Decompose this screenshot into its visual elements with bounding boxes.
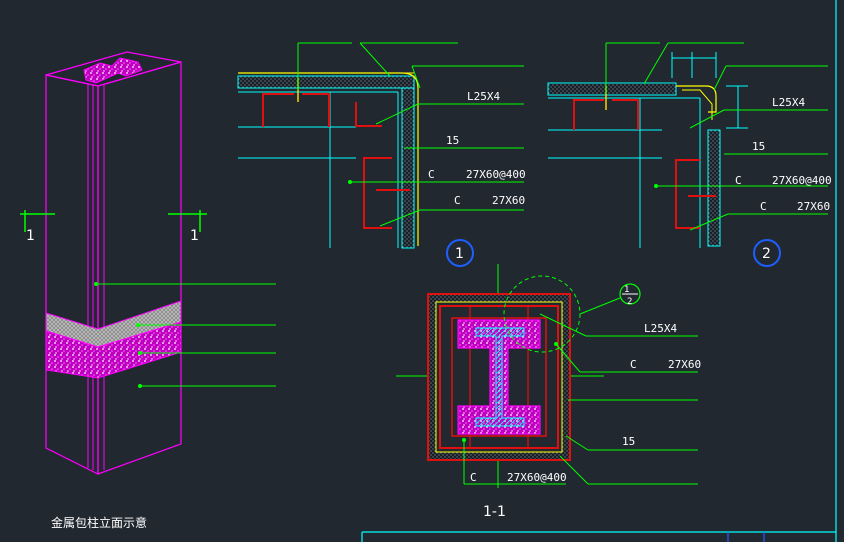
section-callout-bottom: 2: [627, 297, 632, 307]
detail-2-label-channel-spaced: 27X60@400: [772, 174, 832, 187]
column-top-steel: [83, 57, 143, 84]
section-label-angle: L25X4: [644, 322, 677, 335]
section-label-channel-spaced-prefix: C: [470, 471, 477, 484]
detail-1-bubble: [446, 239, 474, 267]
section-label-channel: 27X60: [668, 358, 701, 371]
detail-1-label-angle: L25X4: [467, 90, 500, 103]
section-mark-left: [20, 210, 55, 232]
detail-2-label-channel: 27X60: [797, 200, 830, 213]
detail-2-side-panel: [707, 129, 721, 247]
detail-2-label-thickness: 15: [752, 140, 765, 153]
detail-2-channel-top: [573, 99, 639, 130]
detail-1-outer-skin: [238, 72, 419, 246]
section-channel-frame: [439, 305, 559, 449]
section-label-channel-spaced: 27X60@400: [507, 471, 567, 484]
detail-1-channel-top: [262, 93, 330, 127]
detail-1-label-channel-prefix: C: [454, 194, 461, 207]
detail-2-top-panel: [547, 82, 677, 96]
section-callout-bubble: [619, 283, 641, 305]
detail-1: L25X4 15 C 27X60@400 C 27X60 1: [237, 42, 526, 267]
section-label-channel-prefix: C: [630, 358, 637, 371]
section-title: 1-1: [483, 504, 506, 520]
detail-2-dimensions: [671, 52, 748, 129]
detail-2-channel-side: [675, 159, 700, 229]
section-steel-h: [475, 327, 525, 427]
detail-2-bubble-label: 2: [762, 246, 771, 262]
detail-1-bubble-label: 1: [455, 246, 464, 262]
detail-2-label-angle: L25X4: [772, 96, 805, 109]
section-callout-top: 1: [624, 285, 629, 295]
detail-1-side-panel: [401, 87, 415, 249]
detail-2: L25X4 15 C 27X60@400 C 27X60 2: [547, 42, 832, 267]
detail-1-leaders: [297, 42, 524, 227]
detail-2-leaders: [605, 42, 828, 231]
section-leaders: [462, 313, 698, 485]
elevation-view: 1 1 金属包柱立面示意: [20, 51, 276, 530]
detail-1-label-channel: 27X60: [492, 194, 525, 207]
section-1-1: 1 2 L25X4 C 27X60 15 C 27X60@400 1-1: [396, 264, 701, 520]
column-plaster-band: [45, 321, 182, 379]
elevation-title: 金属包柱立面示意: [51, 515, 147, 530]
column-side: [97, 61, 182, 475]
detail-1-label-thickness: 15: [446, 134, 459, 147]
detail-2-label-channel-spaced-prefix: C: [735, 174, 742, 187]
detail-1-label-channel-spaced-prefix: C: [428, 168, 435, 181]
detail-1-top-panel: [237, 75, 415, 89]
section-mark-right: [168, 210, 207, 232]
drawing-frame: [361, 0, 837, 542]
section-label-thickness: 15: [622, 435, 635, 448]
detail-2-label-channel-prefix: C: [760, 200, 767, 213]
section-mark-right-label: 1: [190, 228, 199, 244]
column-body: [45, 74, 99, 475]
detail-1-channel-side: [363, 157, 392, 229]
detail-2-bubble: [753, 239, 781, 267]
detail-1-label-channel-spaced: 27X60@400: [466, 168, 526, 181]
section-mark-left-label: 1: [26, 228, 35, 244]
elevation-leaders: [94, 282, 276, 388]
